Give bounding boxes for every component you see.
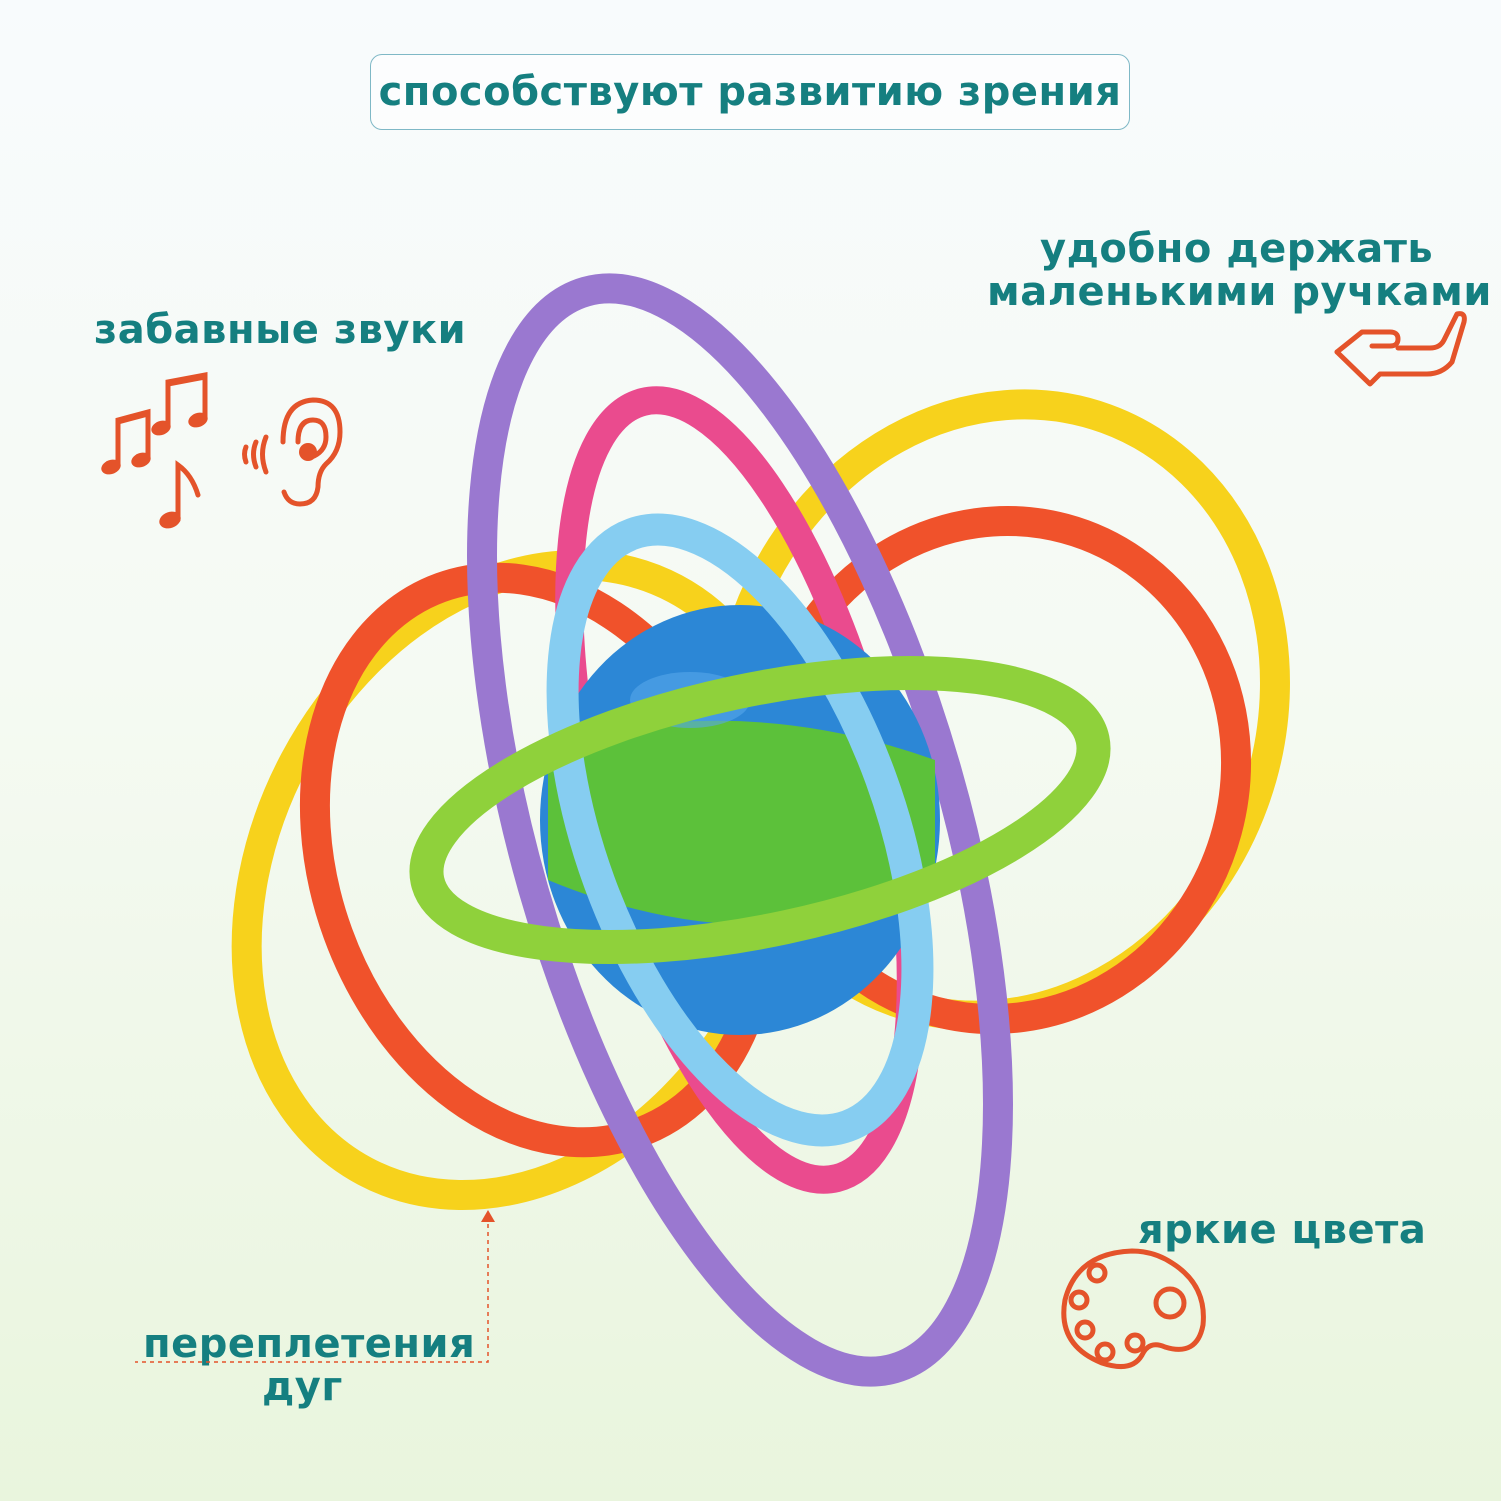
callout-colors: яркие цвета [1138, 1207, 1427, 1253]
callout-sounds: забавные звуки [94, 307, 467, 353]
callout-weave-line2: дуг [262, 1364, 343, 1410]
music-notes-icon [101, 371, 208, 529]
palette-icon [1061, 1248, 1206, 1370]
callout-grip-line2: маленькими ручками [987, 269, 1492, 315]
hand-icon [1334, 311, 1467, 387]
callout-weave-line1: переплетения [143, 1321, 476, 1367]
banner-text: способствуют развитию зрения [378, 69, 1122, 115]
pointer-line [135, 1210, 495, 1363]
ear-sound-icon [242, 397, 343, 507]
top-banner: способствуют развитию зрения [370, 54, 1130, 130]
callout-grip-line1: удобно держать [1040, 226, 1434, 272]
